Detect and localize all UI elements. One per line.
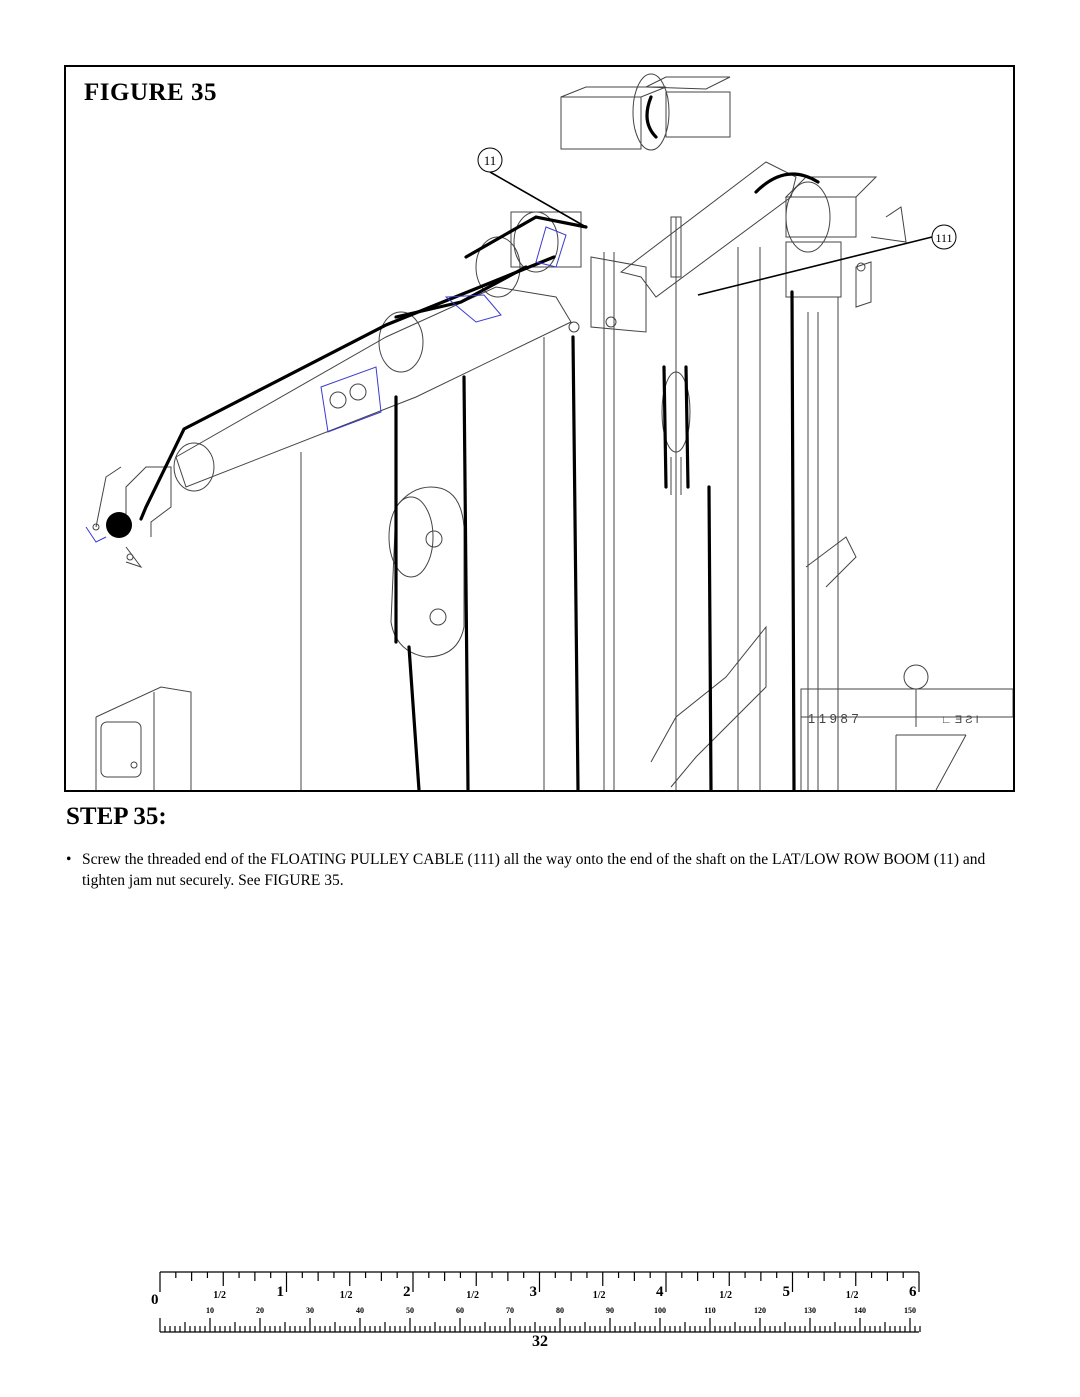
step-instruction: • Screw the threaded end of the FLOATING… xyxy=(66,849,1006,891)
ruler-inch-label: 3 xyxy=(530,1284,538,1300)
ruler-half-label: 1/2 xyxy=(340,1290,353,1301)
figure-title: FIGURE 35 xyxy=(84,79,217,106)
ruler-inch-label: 4 xyxy=(656,1284,664,1300)
ruler-half-label: 1/2 xyxy=(593,1290,606,1301)
ruler-mm-label: 120 xyxy=(754,1306,766,1315)
ruler-inch-label: 2 xyxy=(403,1284,411,1300)
ruler-half-label: 1/2 xyxy=(213,1290,226,1301)
step-instruction-text: Screw the threaded end of the FLOATING P… xyxy=(82,851,986,889)
callout-111: 111 xyxy=(931,224,957,250)
step-heading: STEP 35: xyxy=(66,803,167,830)
ruler-inch-label: 0 xyxy=(151,1292,159,1308)
ruler-mm-label: 110 xyxy=(704,1306,716,1315)
ruler-mm-label: 150 xyxy=(904,1306,916,1315)
ruler-inch-label: 6 xyxy=(909,1284,917,1300)
gym-machine-illustration: 1 1 9 8 7 ∟ Ǝ Ƨ I xyxy=(85,73,1013,790)
ruler-mm-label: 140 xyxy=(854,1306,866,1315)
ruler-half-label: 1/2 xyxy=(846,1290,859,1301)
page-number: 32 xyxy=(532,1333,548,1350)
svg-text:∟ Ǝ Ƨ I: ∟ Ǝ Ƨ I xyxy=(941,714,979,726)
ruler-mm-label: 70 xyxy=(506,1306,514,1315)
ruler-half-label: 1/2 xyxy=(466,1290,479,1301)
bullet-icon: • xyxy=(66,851,72,868)
ruler-mm-label: 90 xyxy=(606,1306,614,1315)
ruler-mm-label: 130 xyxy=(804,1306,816,1315)
ruler-mm-label: 10 xyxy=(206,1306,214,1315)
ruler-mm-label: 50 xyxy=(406,1306,414,1315)
callout-11-label: 11 xyxy=(484,153,497,168)
ruler-inch-label: 5 xyxy=(783,1284,791,1300)
figure-box: FIGURE 35 xyxy=(64,65,1015,792)
ruler-half-label: 1/2 xyxy=(719,1290,732,1301)
measurement-ruler: 0 1 2 3 4 5 6 1/2 1/2 1/2 1/2 1/2 1/2 10 20 30 40 50 60 70 8… xyxy=(151,1271,921,1333)
ruler-mm-label: 100 xyxy=(654,1306,666,1315)
ruler-mm-label: 20 xyxy=(256,1306,264,1315)
svg-text:1 1 9 8 7: 1 1 9 8 7 xyxy=(808,711,859,726)
ruler-mm-label: 80 xyxy=(556,1306,564,1315)
handle-ball-icon xyxy=(106,512,132,538)
callout-11: 11 xyxy=(477,147,503,173)
ruler-mm-label: 40 xyxy=(356,1306,364,1315)
ruler-inch-label: 1 xyxy=(277,1284,285,1300)
callout-111-label: 111 xyxy=(935,231,952,245)
ruler-mm-label: 60 xyxy=(456,1306,464,1315)
ruler-mm-label: 30 xyxy=(306,1306,314,1315)
